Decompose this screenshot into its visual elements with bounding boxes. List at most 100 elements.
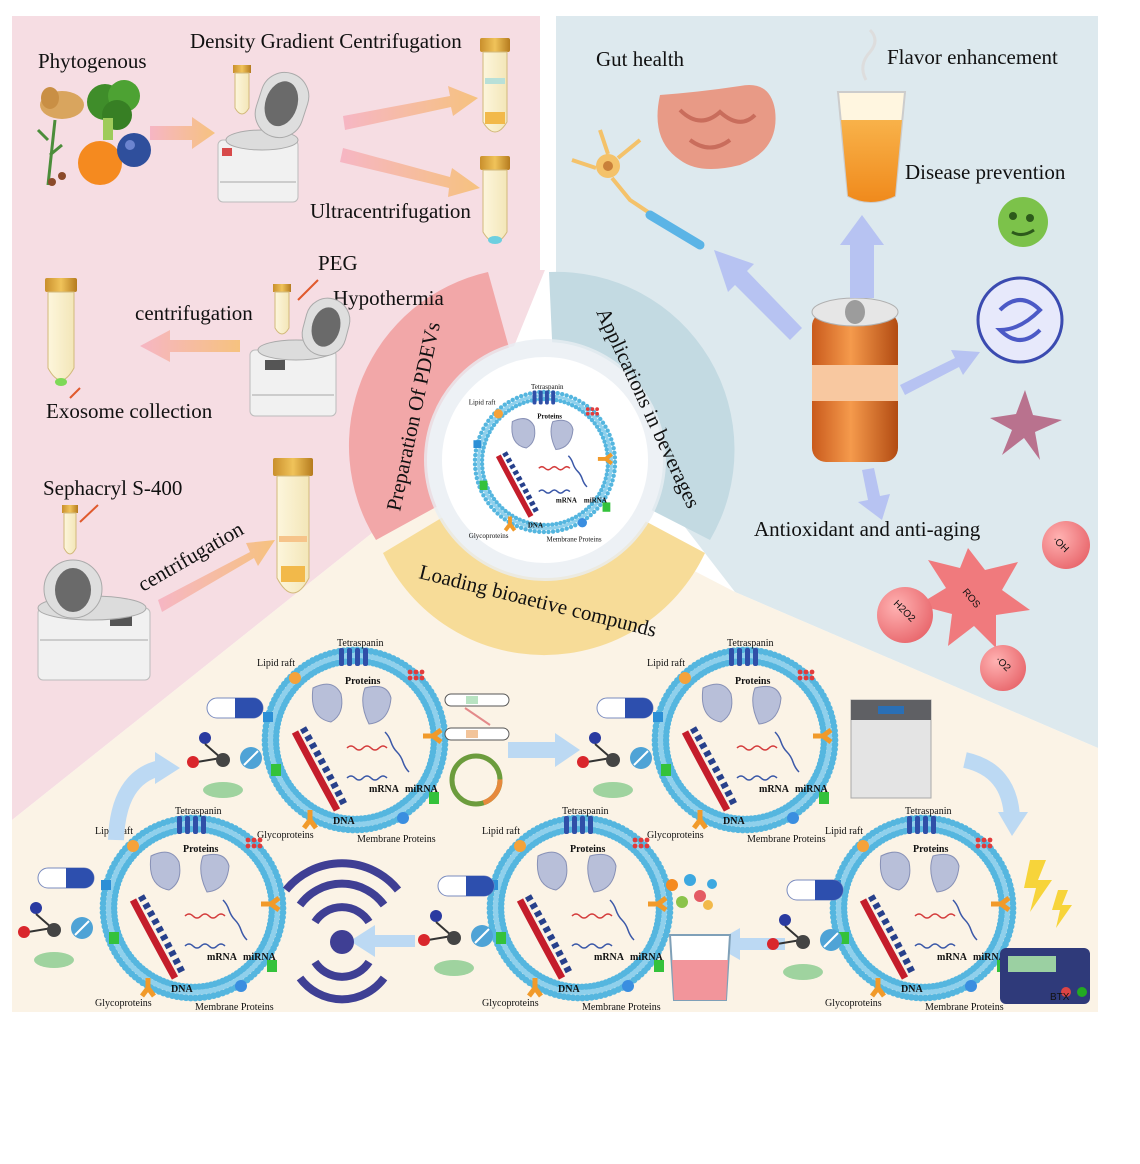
label-proteins: Proteins bbox=[183, 844, 218, 855]
arrow-to-virus bbox=[900, 350, 980, 395]
label-lipid-raft: Lipid raft bbox=[257, 658, 295, 669]
sephacryl-result-tube-icon bbox=[273, 458, 313, 594]
label-proteins: Proteins bbox=[735, 676, 770, 687]
label-peg: PEG bbox=[318, 251, 358, 275]
label-density-gradient: Density Gradient Centrifugation bbox=[190, 29, 462, 53]
label-antioxidant: Antioxidant and anti-aging bbox=[754, 517, 981, 541]
centrifuge-2-icon bbox=[249, 297, 351, 417]
ros-burst-icon bbox=[918, 548, 1030, 648]
label-mirna: miRNA bbox=[243, 952, 277, 963]
label-glycoproteins: Glycoproteins bbox=[482, 998, 539, 1009]
arrow-to-sephacryl-tube bbox=[158, 540, 275, 612]
label-lipid-raft: Lipid raft bbox=[469, 398, 496, 406]
label-dna: DNA bbox=[171, 984, 193, 995]
label-mrna: mRNA bbox=[937, 952, 968, 963]
label-proteins: Proteins bbox=[345, 676, 380, 687]
arrow-to-centrifuge bbox=[150, 117, 215, 149]
drug-cluster-3 bbox=[18, 867, 95, 968]
label-mirna: miRNA bbox=[405, 784, 439, 795]
label-mirna: miRNA bbox=[973, 952, 1007, 963]
label-lipid-raft: Lipid raft bbox=[482, 826, 520, 837]
plasmid-icon bbox=[444, 693, 510, 807]
arrow-to-antioxidant bbox=[858, 468, 890, 520]
label-exosome-collection: Exosome collection bbox=[46, 399, 213, 423]
label-mrna: mRNA bbox=[556, 496, 577, 504]
star-cell-icon bbox=[990, 390, 1062, 460]
drug-cluster-4 bbox=[418, 875, 495, 976]
arrow-to-gut bbox=[714, 250, 802, 340]
arrow-incubation bbox=[350, 925, 415, 957]
bacteria-icon bbox=[998, 197, 1048, 247]
label-tetraspanin: Tetraspanin bbox=[531, 383, 564, 391]
sample-tube-icon bbox=[233, 65, 251, 115]
label-glycoproteins: Glycoproteins bbox=[257, 830, 314, 841]
label-membrane-proteins: Membrane Proteins bbox=[582, 1002, 661, 1013]
label-dna: DNA bbox=[558, 984, 580, 995]
arrow-transfection bbox=[508, 733, 580, 767]
oh-radical-icon bbox=[1042, 521, 1090, 569]
density-tube-icon bbox=[480, 38, 510, 133]
label-tetraspanin: Tetraspanin bbox=[175, 806, 222, 817]
label-mirna: miRNA bbox=[584, 496, 607, 504]
particles-icon bbox=[666, 874, 717, 910]
label-membrane-proteins: Membrane Proteins bbox=[925, 1002, 1004, 1013]
label-dna: DNA bbox=[333, 816, 355, 827]
exosome-tube-icon bbox=[45, 278, 77, 386]
label-glycoproteins: Glycoproteins bbox=[469, 532, 509, 540]
electroporator-brand: BTX bbox=[1050, 992, 1070, 1003]
label-membrane-proteins: Membrane Proteins bbox=[547, 535, 602, 543]
centrifuge-3-icon bbox=[37, 559, 151, 681]
drug-cluster-5 bbox=[767, 879, 844, 980]
label-dna: DNA bbox=[723, 816, 745, 827]
label-tetraspanin: Tetraspanin bbox=[905, 806, 952, 817]
label-ultracentrifugation: Ultracentrifugation bbox=[310, 199, 471, 223]
label-flavor: Flavor enhancement bbox=[887, 45, 1058, 69]
label-membrane-proteins: Membrane Proteins bbox=[195, 1002, 274, 1013]
label-centrifugation-1: centrifugation bbox=[135, 301, 253, 325]
centrifuge-icon bbox=[217, 71, 310, 203]
arrow-to-density-tube bbox=[343, 86, 478, 130]
ultrasound-icon bbox=[282, 859, 402, 1004]
label-mrna: mRNA bbox=[759, 784, 790, 795]
label-glycoproteins: Glycoproteins bbox=[647, 830, 704, 841]
label-membrane-proteins: Membrane Proteins bbox=[747, 834, 826, 845]
incubator-icon bbox=[850, 699, 932, 799]
label-phytogenous: Phytogenous bbox=[38, 49, 147, 73]
label-dna: DNA bbox=[528, 521, 543, 529]
label-lipid-raft: Lipid raft bbox=[647, 658, 685, 669]
label-proteins: Proteins bbox=[537, 412, 562, 420]
h2o2-radical-icon bbox=[877, 587, 933, 643]
ring-segment-preparation bbox=[348, 272, 513, 540]
center-ring bbox=[348, 271, 735, 656]
label-glycoproteins: Glycoproteins bbox=[825, 998, 882, 1009]
beaker-icon bbox=[668, 934, 732, 1001]
label-tetraspanin: Tetraspanin bbox=[727, 638, 774, 649]
label-mrna: mRNA bbox=[594, 952, 625, 963]
sephacryl-tube-icon bbox=[62, 505, 78, 555]
label-glycoproteins: Glycoproteins bbox=[95, 998, 152, 1009]
label-lipid-raft: Lipid raft bbox=[825, 826, 863, 837]
label-hypothermia: Hypothermia bbox=[333, 286, 444, 310]
label-proteins: Proteins bbox=[570, 844, 605, 855]
lightning-icon bbox=[1024, 860, 1072, 928]
beverage-can-icon bbox=[811, 297, 899, 462]
label-gut-health: Gut health bbox=[596, 47, 685, 71]
label-mirna: miRNA bbox=[795, 784, 829, 795]
arrow-curve-left bbox=[108, 760, 163, 841]
arrow-curve-right bbox=[962, 752, 1020, 819]
peg-tube-icon bbox=[273, 284, 291, 335]
label-tetraspanin: Tetraspanin bbox=[562, 806, 609, 817]
drug-cluster-1 bbox=[187, 697, 264, 798]
drug-cluster-2 bbox=[577, 697, 654, 798]
arrow-to-exosome bbox=[140, 330, 240, 362]
virus-icon bbox=[976, 276, 1064, 364]
ultra-tube-icon bbox=[480, 156, 510, 244]
arrow-to-ultra-tube bbox=[340, 148, 480, 197]
label-mirna: miRNA bbox=[630, 952, 664, 963]
neuron-icon bbox=[571, 129, 705, 250]
